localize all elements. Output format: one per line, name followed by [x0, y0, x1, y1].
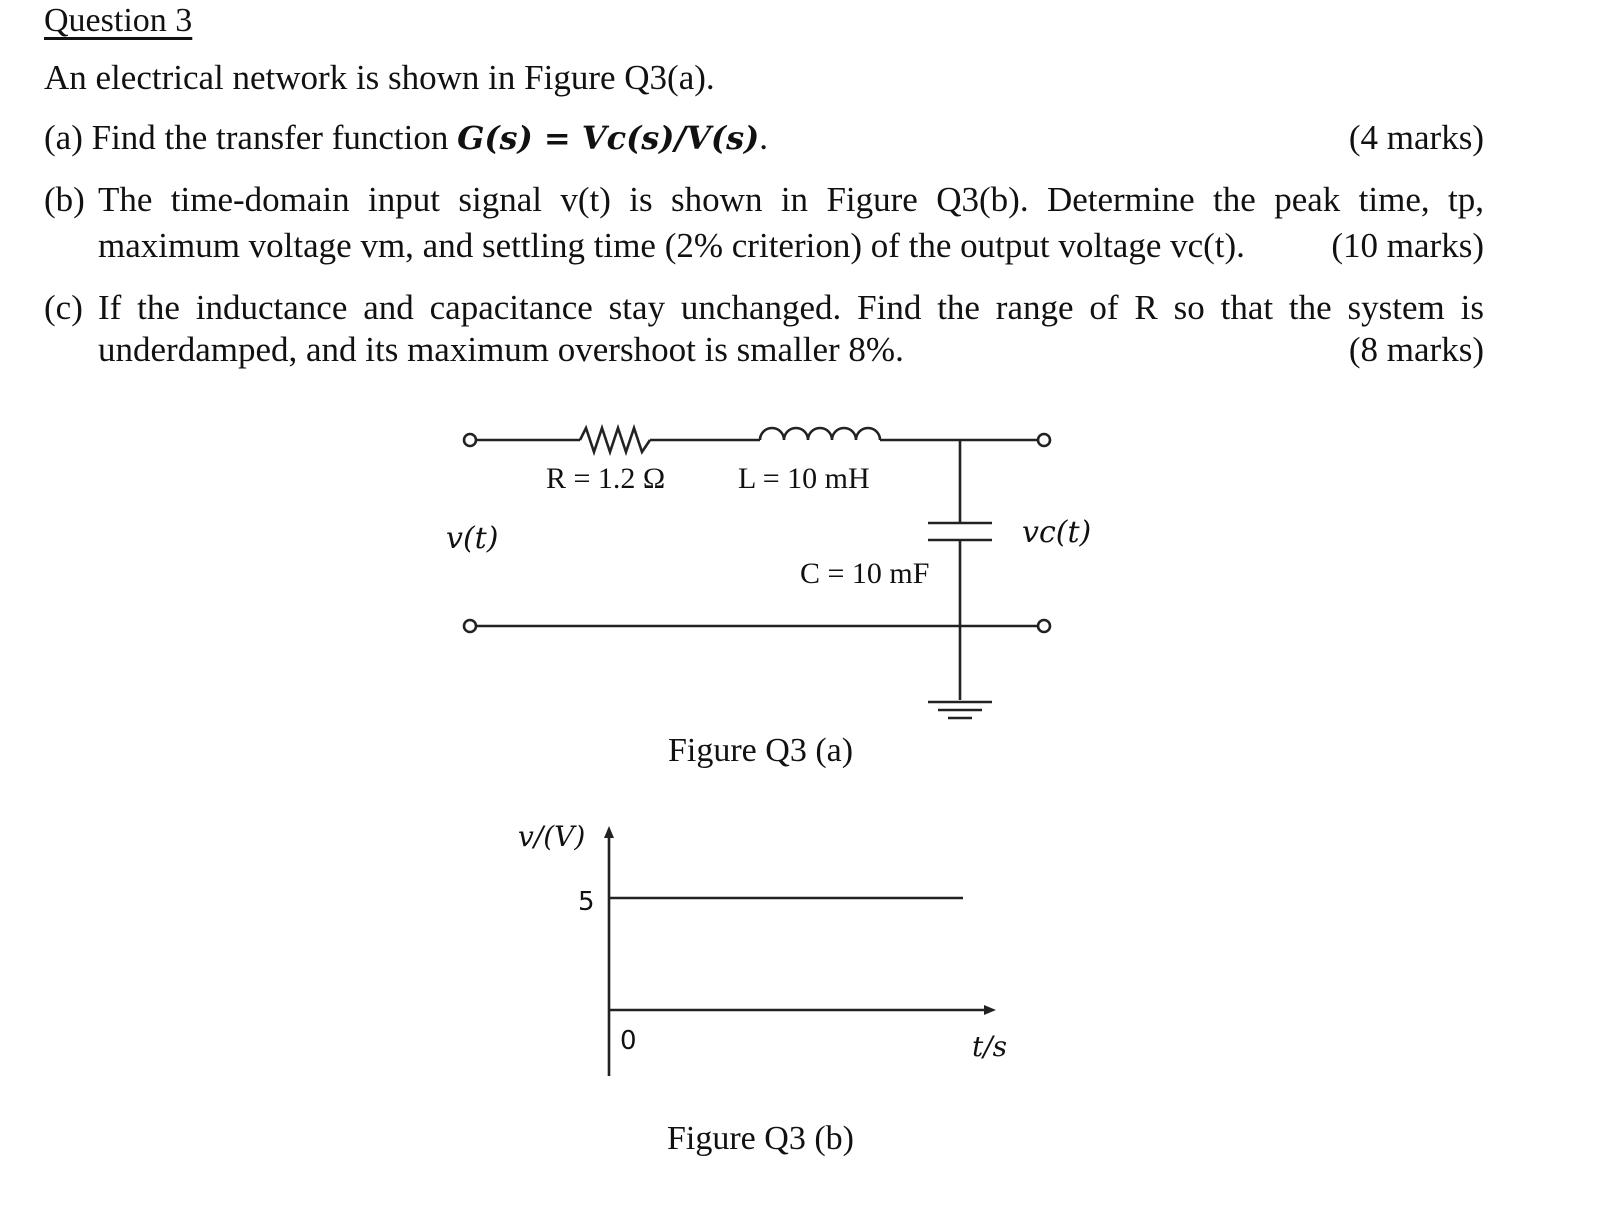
- part-a-math: G(s) = Vc(s)/V(s): [457, 119, 760, 157]
- y-axis-label: v/(V): [518, 820, 585, 853]
- circuit-diagram: [462, 423, 1052, 720]
- part-b-marks: (10 marks): [1331, 226, 1484, 265]
- capacitor-label: C = 10 mF: [800, 557, 929, 590]
- part-c-line1: If the inductance and capacitance stay u…: [98, 288, 1484, 327]
- y-tick-label-5: 5: [578, 887, 595, 917]
- x-axis-arrow: [984, 1005, 996, 1015]
- resistor-label: R = 1.2 Ω: [546, 462, 665, 495]
- resistor-symbol: [578, 423, 652, 457]
- output-terminal-top: [1036, 432, 1052, 448]
- y-axis-arrow: [604, 826, 614, 838]
- x-axis-label: t/s: [972, 1030, 1007, 1063]
- part-b-label: (b): [44, 180, 85, 219]
- input-voltage-label: v(t): [446, 521, 498, 556]
- part-c-marks: (8 marks): [1348, 330, 1484, 369]
- part-a-text-after: .: [759, 118, 768, 157]
- x-tick-label-0: 0: [620, 1026, 637, 1056]
- question-intro: An electrical network is shown in Figure…: [44, 58, 715, 97]
- input-terminal-bottom: [462, 618, 478, 634]
- inductor-symbol: [758, 426, 882, 441]
- part-c-line2: underdamped, and its maximum overshoot i…: [98, 330, 904, 369]
- figure-a-caption: Figure Q3 (a): [668, 732, 854, 769]
- part-c-label: (c): [44, 288, 83, 327]
- part-a-label: (a): [44, 118, 83, 157]
- part-b-line2: maximum voltage vm, and settling time (2…: [98, 226, 1245, 265]
- input-signal-plot: v/(V) 5 0 t/s: [518, 820, 1007, 1076]
- output-terminal-bottom: [1036, 618, 1052, 634]
- part-a-text: (a) Find the transfer function G(s) = Vc…: [44, 120, 768, 155]
- input-terminal-top: [462, 432, 478, 448]
- part-a-marks: (4 marks): [1348, 118, 1484, 157]
- figure-b-caption: Figure Q3 (b): [667, 1120, 854, 1157]
- question-title: Question 3: [44, 2, 193, 39]
- inductor-label: L = 10 mH: [738, 462, 870, 495]
- part-a-text-before: Find the transfer function: [91, 118, 458, 157]
- output-voltage-label: vc(t): [1022, 515, 1091, 550]
- part-b-line1: The time-domain input signal v(t) is sho…: [98, 180, 1484, 219]
